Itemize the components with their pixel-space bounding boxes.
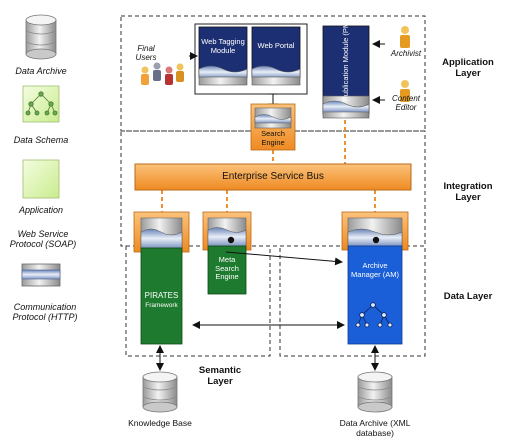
enterprise-service-bus-bar bbox=[134, 163, 412, 191]
content-editor-icon bbox=[400, 80, 410, 102]
legend-application-label: Application bbox=[18, 205, 64, 215]
web-tagging-module-label: Web Tagging Module bbox=[201, 37, 245, 55]
enterprise-service-bus-label: Enterprise Service Bus bbox=[222, 171, 324, 182]
pirates-box bbox=[133, 211, 190, 345]
data-archive-cylinder bbox=[357, 371, 393, 413]
final-users-label: Final Users bbox=[135, 44, 157, 62]
meta-search-engine-label: Meta Search Engine bbox=[215, 255, 239, 281]
pirates-label: PIRATES bbox=[144, 291, 179, 300]
search-engine-box bbox=[250, 103, 296, 151]
archivist-label: Archivist bbox=[390, 49, 422, 58]
archive-manager-box bbox=[341, 211, 409, 345]
legend-web-service-protocol-label: Web Service Protocol (SOAP) bbox=[9, 229, 77, 249]
publication-module-box bbox=[322, 25, 370, 119]
content-editor-label: Content Editor bbox=[391, 94, 421, 112]
integration-layer-frame bbox=[120, 130, 426, 247]
integration-layer-label: Integration Layer bbox=[443, 181, 493, 203]
semantic-layer-label: Semantic Layer bbox=[198, 365, 242, 387]
knowledge-base-label: Knowledge Base bbox=[128, 418, 192, 428]
legend-communication-protocol-label: Communication Protocol (HTTP) bbox=[12, 302, 78, 322]
publication-module-label: Publication Module (PM) bbox=[340, 19, 350, 102]
legend-data-schema-label: Data Schema bbox=[13, 135, 69, 145]
pirates-sub-label: Framework bbox=[145, 302, 178, 309]
flow-arrows bbox=[156, 40, 385, 371]
final-users-icon bbox=[141, 62, 184, 85]
data-layer-label: Data Layer bbox=[443, 291, 493, 302]
archivist-icon bbox=[400, 26, 410, 48]
archive-manager-label: Archive Manager (AM) bbox=[351, 261, 399, 279]
legend-data-archive-icon bbox=[25, 14, 57, 60]
legend-protocol-icon bbox=[21, 263, 61, 287]
legend-data-archive-label: Data Archive bbox=[15, 66, 67, 76]
legend-data-schema-icon bbox=[22, 85, 60, 123]
archive-schema-icon bbox=[355, 302, 393, 328]
search-engine-label: Search Engine bbox=[261, 129, 285, 147]
web-portal-label: Web Portal bbox=[257, 41, 295, 50]
application-layer-label: Application Layer bbox=[442, 57, 494, 79]
meta-search-engine-box bbox=[202, 211, 252, 295]
knowledge-base-cylinder bbox=[142, 371, 178, 413]
legend-application-icon bbox=[22, 159, 60, 199]
data-archive-xml-label: Data Archive (XML database) bbox=[339, 418, 411, 438]
semantic-layer-frame bbox=[125, 245, 271, 357]
